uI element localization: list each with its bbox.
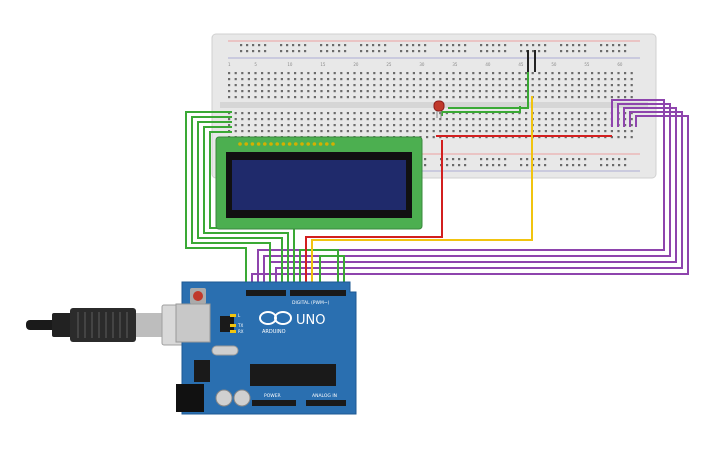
atmega-chip: [250, 364, 336, 386]
digital-label: DIGITAL (PWM~): [292, 300, 330, 306]
column-number: 45: [518, 62, 524, 67]
column-number: 5: [254, 62, 257, 67]
yellow-wire[interactable]: [311, 96, 533, 290]
power-jack[interactable]: [176, 384, 204, 412]
lcd-16x2-module[interactable]: [215, 136, 423, 230]
voltage-regulator: [194, 360, 210, 382]
digital-header-high: [246, 290, 286, 296]
rx-label: RX: [238, 329, 244, 334]
red-wire[interactable]: [305, 135, 612, 290]
capacitor-1: [215, 389, 233, 407]
usb-cable-boot: [52, 313, 72, 337]
arduino-maker-label: ARDUINO: [262, 329, 286, 335]
top-power-rail: [240, 44, 627, 53]
digital-header-low: [290, 290, 346, 296]
column-number: 60: [617, 62, 623, 67]
led-tx: [230, 324, 236, 327]
green-wire-resistor[interactable]: [448, 72, 529, 109]
power-header: [252, 400, 296, 406]
tx-label: TX: [237, 323, 243, 328]
arduino-uno-board[interactable]: UNO ARDUINO DIGITAL (PWM~) POWER ANALOG …: [175, 281, 357, 415]
reset-button-cap: [193, 291, 203, 301]
usb-plug-metal: [136, 313, 162, 337]
usb-plug-grip: [77, 312, 128, 338]
column-number: 25: [386, 62, 392, 67]
analog-header: [306, 400, 346, 406]
column-number: 1: [228, 62, 231, 67]
crystal: [211, 345, 239, 356]
red-led[interactable]: [433, 100, 445, 118]
column-number: 20: [353, 62, 359, 67]
uno-label: UNO: [296, 313, 325, 328]
green-wires[interactable]: [185, 106, 521, 395]
board-usb-connector: [175, 303, 211, 343]
led-l: [230, 314, 236, 317]
led-rx: [230, 330, 236, 333]
column-number: 30: [419, 62, 425, 67]
lcd-header-pins: [238, 142, 335, 146]
column-number: 40: [485, 62, 491, 67]
power-label: POWER: [264, 393, 281, 399]
capacitor-2: [233, 389, 251, 407]
column-number: 35: [452, 62, 458, 67]
lcd-screen: [232, 160, 406, 210]
black-wires[interactable]: [527, 50, 536, 72]
l-label: L: [238, 313, 241, 318]
arduino-logo: [259, 311, 292, 325]
analog-label: ANALOG IN: [312, 393, 337, 399]
column-number: 55: [584, 62, 590, 67]
column-number: 15: [320, 62, 326, 67]
column-number: 50: [551, 62, 557, 67]
usb-chip: [220, 316, 234, 332]
usb-cable-strain: [26, 320, 56, 330]
column-number: 10: [287, 62, 293, 67]
